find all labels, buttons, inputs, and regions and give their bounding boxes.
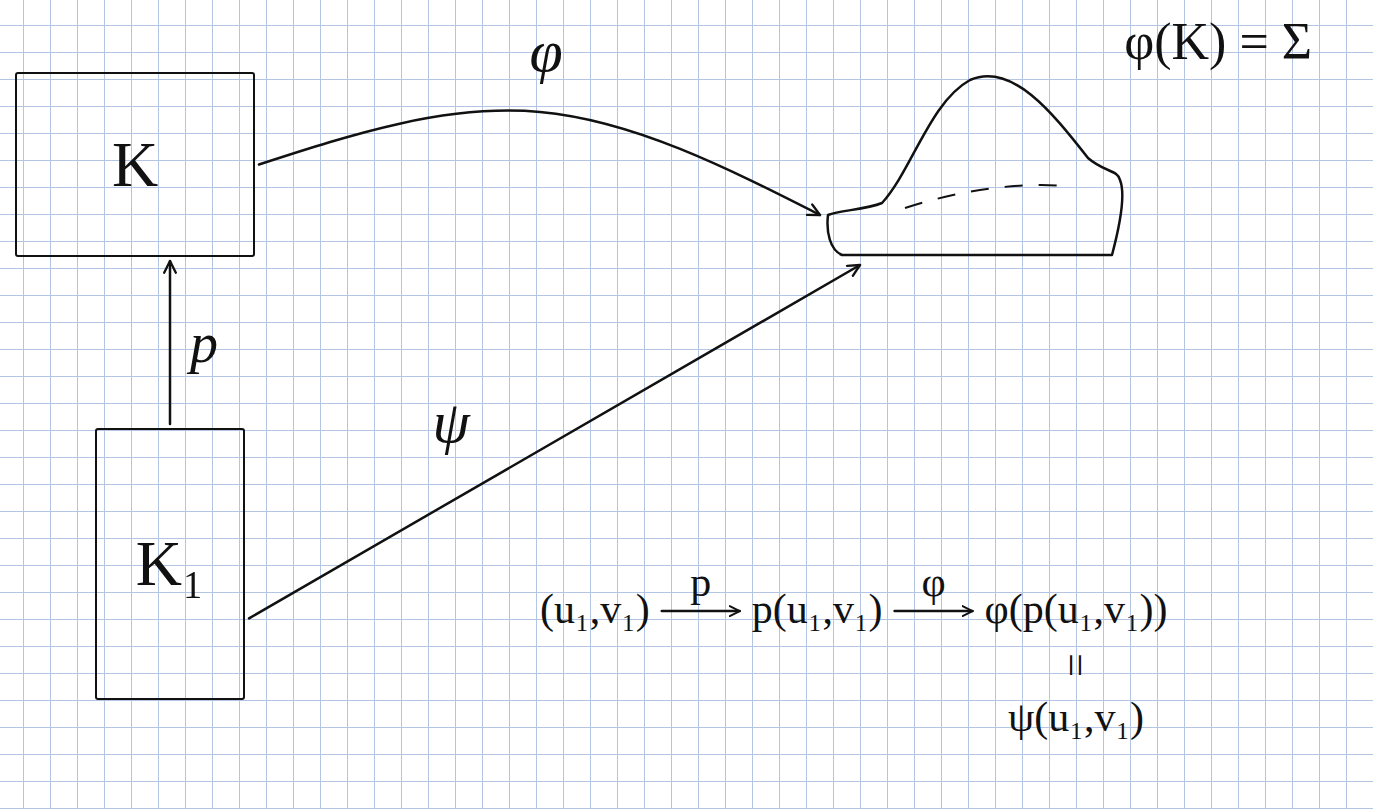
composite-image: φ(p(u₁,v₁)) — [985, 588, 1168, 630]
image-point: p(u₁,v₁) — [752, 588, 883, 630]
map-name: p — [690, 561, 711, 603]
map-name: φ — [529, 21, 562, 81]
composite-map-arrow — [249, 265, 860, 618]
map-name: p — [190, 315, 218, 371]
domain-rectangle: K₁ — [95, 428, 245, 700]
map-arrow — [895, 610, 973, 613]
region-heading: φ(K) = Σ — [1124, 16, 1312, 68]
set-name: K₁ — [136, 532, 205, 596]
hidden-edge — [905, 185, 1065, 208]
map-arrow — [662, 610, 740, 613]
map-arrow — [259, 111, 820, 215]
map-name: φ — [921, 561, 945, 603]
map-name: ψ — [433, 392, 470, 452]
surface-region: φ(K) = Σ — [820, 10, 1320, 265]
point: (u₁,v₁) — [540, 588, 650, 630]
equality-sign: = — [1055, 653, 1097, 677]
set-name: K — [112, 133, 158, 197]
domain-rectangle: K — [15, 72, 255, 257]
projection-arrow — [169, 261, 172, 424]
surface-outline-path — [828, 76, 1123, 255]
composite-value: ψ(u₁,v₁) — [1008, 696, 1144, 738]
